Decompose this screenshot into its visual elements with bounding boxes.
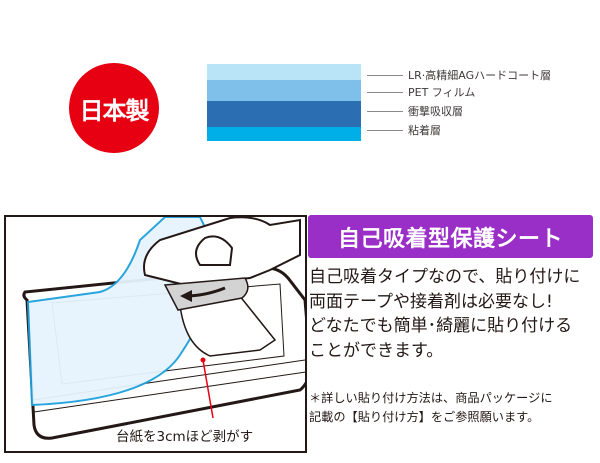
illustration-caption: 台紙を3cmほど剥がす [116,429,254,445]
layer-shock-absorb [207,101,361,127]
legend-label: LR·高精細AGハードコート層 [408,69,552,82]
leader-line [367,110,403,112]
product-type-banner: 自己吸着型保護シート [308,215,593,258]
legend-hardcoat: LR·高精細AGハードコート層 [367,67,551,83]
badge-label: 日本製 [79,96,150,125]
note-line: ＊詳しい貼り付け方法は、商品パッケージに [309,391,553,405]
legend-adhesive: 粘着層 [367,122,441,138]
layer-hardcoat [207,64,361,80]
description-line: 自己吸着タイプなので、貼り付けに [309,267,581,287]
leader-line [367,91,403,93]
description-line: ことができます。 [309,340,444,361]
leader-line [367,74,403,76]
leader-line [367,129,403,131]
legend-shock-absorb: 衝撃吸収層 [367,103,463,119]
layer-adhesive [207,127,361,141]
legend-pet: PET フィルム [367,84,475,100]
banner-title: 自己吸着型保護シート [337,226,563,252]
layer-diagram [207,64,361,141]
legend-label: 粘着層 [408,124,441,137]
application-illustration [4,215,307,453]
note-line: 記載の【貼り付け方】をご参照願います。 [309,410,540,424]
description-line: どなたでも簡単･綺麗に貼り付ける [309,316,573,336]
description-text: 自己吸着タイプなので、貼り付けに 両面テープや接着剤は必要なし! どなたでも簡単… [309,265,600,363]
made-in-japan-badge: 日本製 [69,63,159,153]
legend-label: PET フィルム [408,86,476,99]
description-line: 両面テープや接着剤は必要なし! [309,291,553,312]
instruction-note: ＊詳しい貼り付け方法は、商品パッケージに 記載の【貼り付け方】をご参照願います。 [309,389,600,427]
device-film-illustration [22,217,305,440]
legend-label: 衝撃吸収層 [408,105,463,118]
layer-pet [207,80,361,101]
